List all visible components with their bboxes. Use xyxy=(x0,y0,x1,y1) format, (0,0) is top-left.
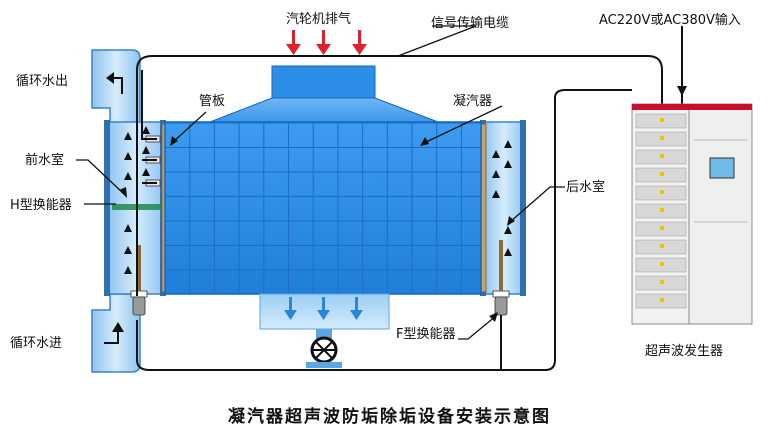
label-turbine-exhaust: 汽轮机排气 xyxy=(286,12,352,27)
label-tube-sheet: 管板 xyxy=(199,94,226,109)
turbine-exhaust-arrows xyxy=(286,30,367,55)
circulating-water-outlet-pipe xyxy=(91,49,141,127)
condenser-shell xyxy=(164,121,482,295)
label-circ-water-in: 循环水进 xyxy=(10,336,63,351)
hot-well xyxy=(259,293,390,357)
label-power-input: AC220V或AC380V输入 xyxy=(599,13,741,28)
label-signal-cable: 信号传输电缆 xyxy=(431,16,510,31)
label-condenser: 凝汽器 xyxy=(453,94,493,109)
leader-arrowheads xyxy=(119,136,515,322)
label-rear-water-chamber: 后水室 xyxy=(566,180,606,195)
power-input-arrow xyxy=(677,86,687,96)
f-transducer-rear xyxy=(492,240,510,316)
ultrasonic-generator-cabinet xyxy=(631,103,753,325)
label-ultrasonic-generator: 超声波发生器 xyxy=(645,344,724,359)
leader-lines xyxy=(76,25,565,340)
f-transducer-front xyxy=(130,245,148,316)
label-f-transducer: F型换能器 xyxy=(396,327,456,342)
signal-cables xyxy=(136,26,683,371)
label-circ-water-out: 循环水出 xyxy=(16,74,69,89)
drain-valve xyxy=(306,336,342,368)
label-front-water-chamber: 前水室 xyxy=(25,153,65,168)
diagram-title: 凝汽器超声波防垢除垢设备安装示意图 xyxy=(228,407,551,427)
front-water-chamber xyxy=(104,120,166,296)
circulating-water-inlet-pipe xyxy=(91,293,141,373)
label-h-transducer: H型换能器 xyxy=(10,198,72,213)
exhaust-hood xyxy=(209,65,439,123)
